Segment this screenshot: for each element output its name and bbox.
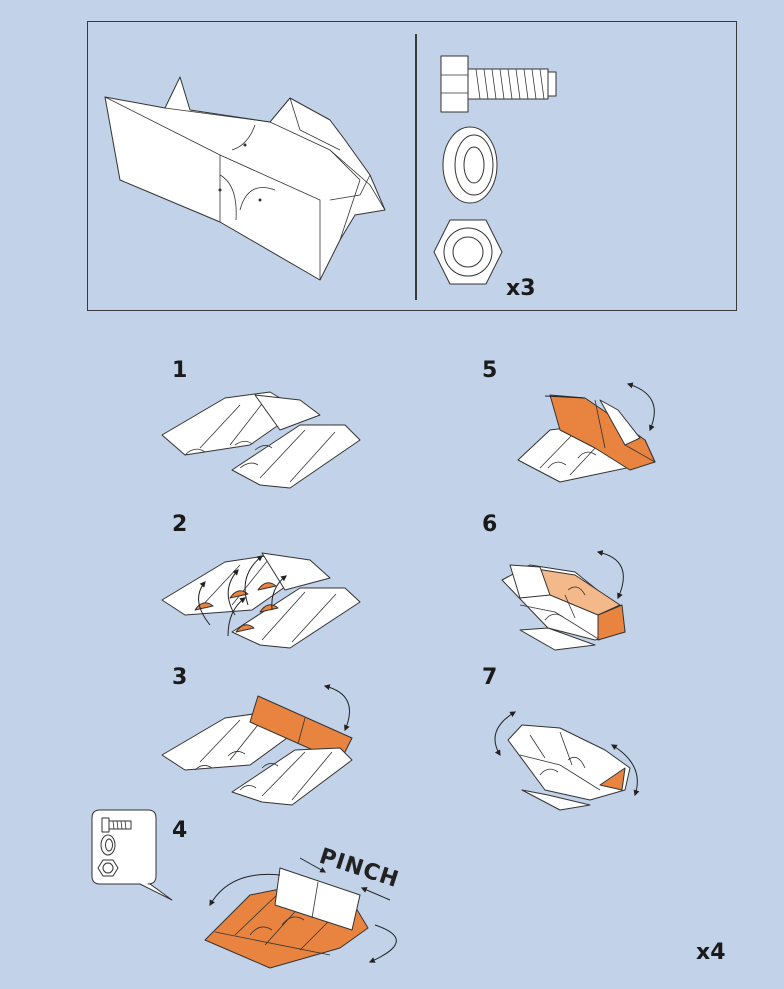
step-7-diagram <box>494 711 640 811</box>
step-4-diagram <box>204 857 397 969</box>
washer-icon <box>442 126 498 204</box>
step-5-diagram <box>517 382 656 483</box>
step-1-diagram <box>161 391 361 489</box>
hardware-quantity: x3 <box>506 276 536 301</box>
panel-divider <box>415 34 417 300</box>
step-number-4: 4 <box>172 818 188 843</box>
assembled-part-shape <box>104 76 386 281</box>
step-number-1: 1 <box>172 358 188 383</box>
step-6-diagram <box>501 550 626 651</box>
assembly-multiplier: x4 <box>696 940 726 965</box>
hex-nut-icon <box>433 219 503 285</box>
step-number-7: 7 <box>482 665 498 690</box>
step-number-6: 6 <box>482 512 498 537</box>
bolt-icon <box>440 55 557 113</box>
step-number-5: 5 <box>482 358 498 383</box>
hardware-callout-bubble <box>91 809 173 901</box>
step-number-3: 3 <box>172 665 188 690</box>
step-2-diagram <box>161 552 361 649</box>
callout-hex-nut-icon <box>97 859 119 877</box>
overview-panel <box>87 21 737 311</box>
step-3-diagram <box>161 684 353 806</box>
callout-washer-icon <box>100 834 116 856</box>
step-number-2: 2 <box>172 512 188 537</box>
callout-bolt-icon <box>101 817 132 833</box>
